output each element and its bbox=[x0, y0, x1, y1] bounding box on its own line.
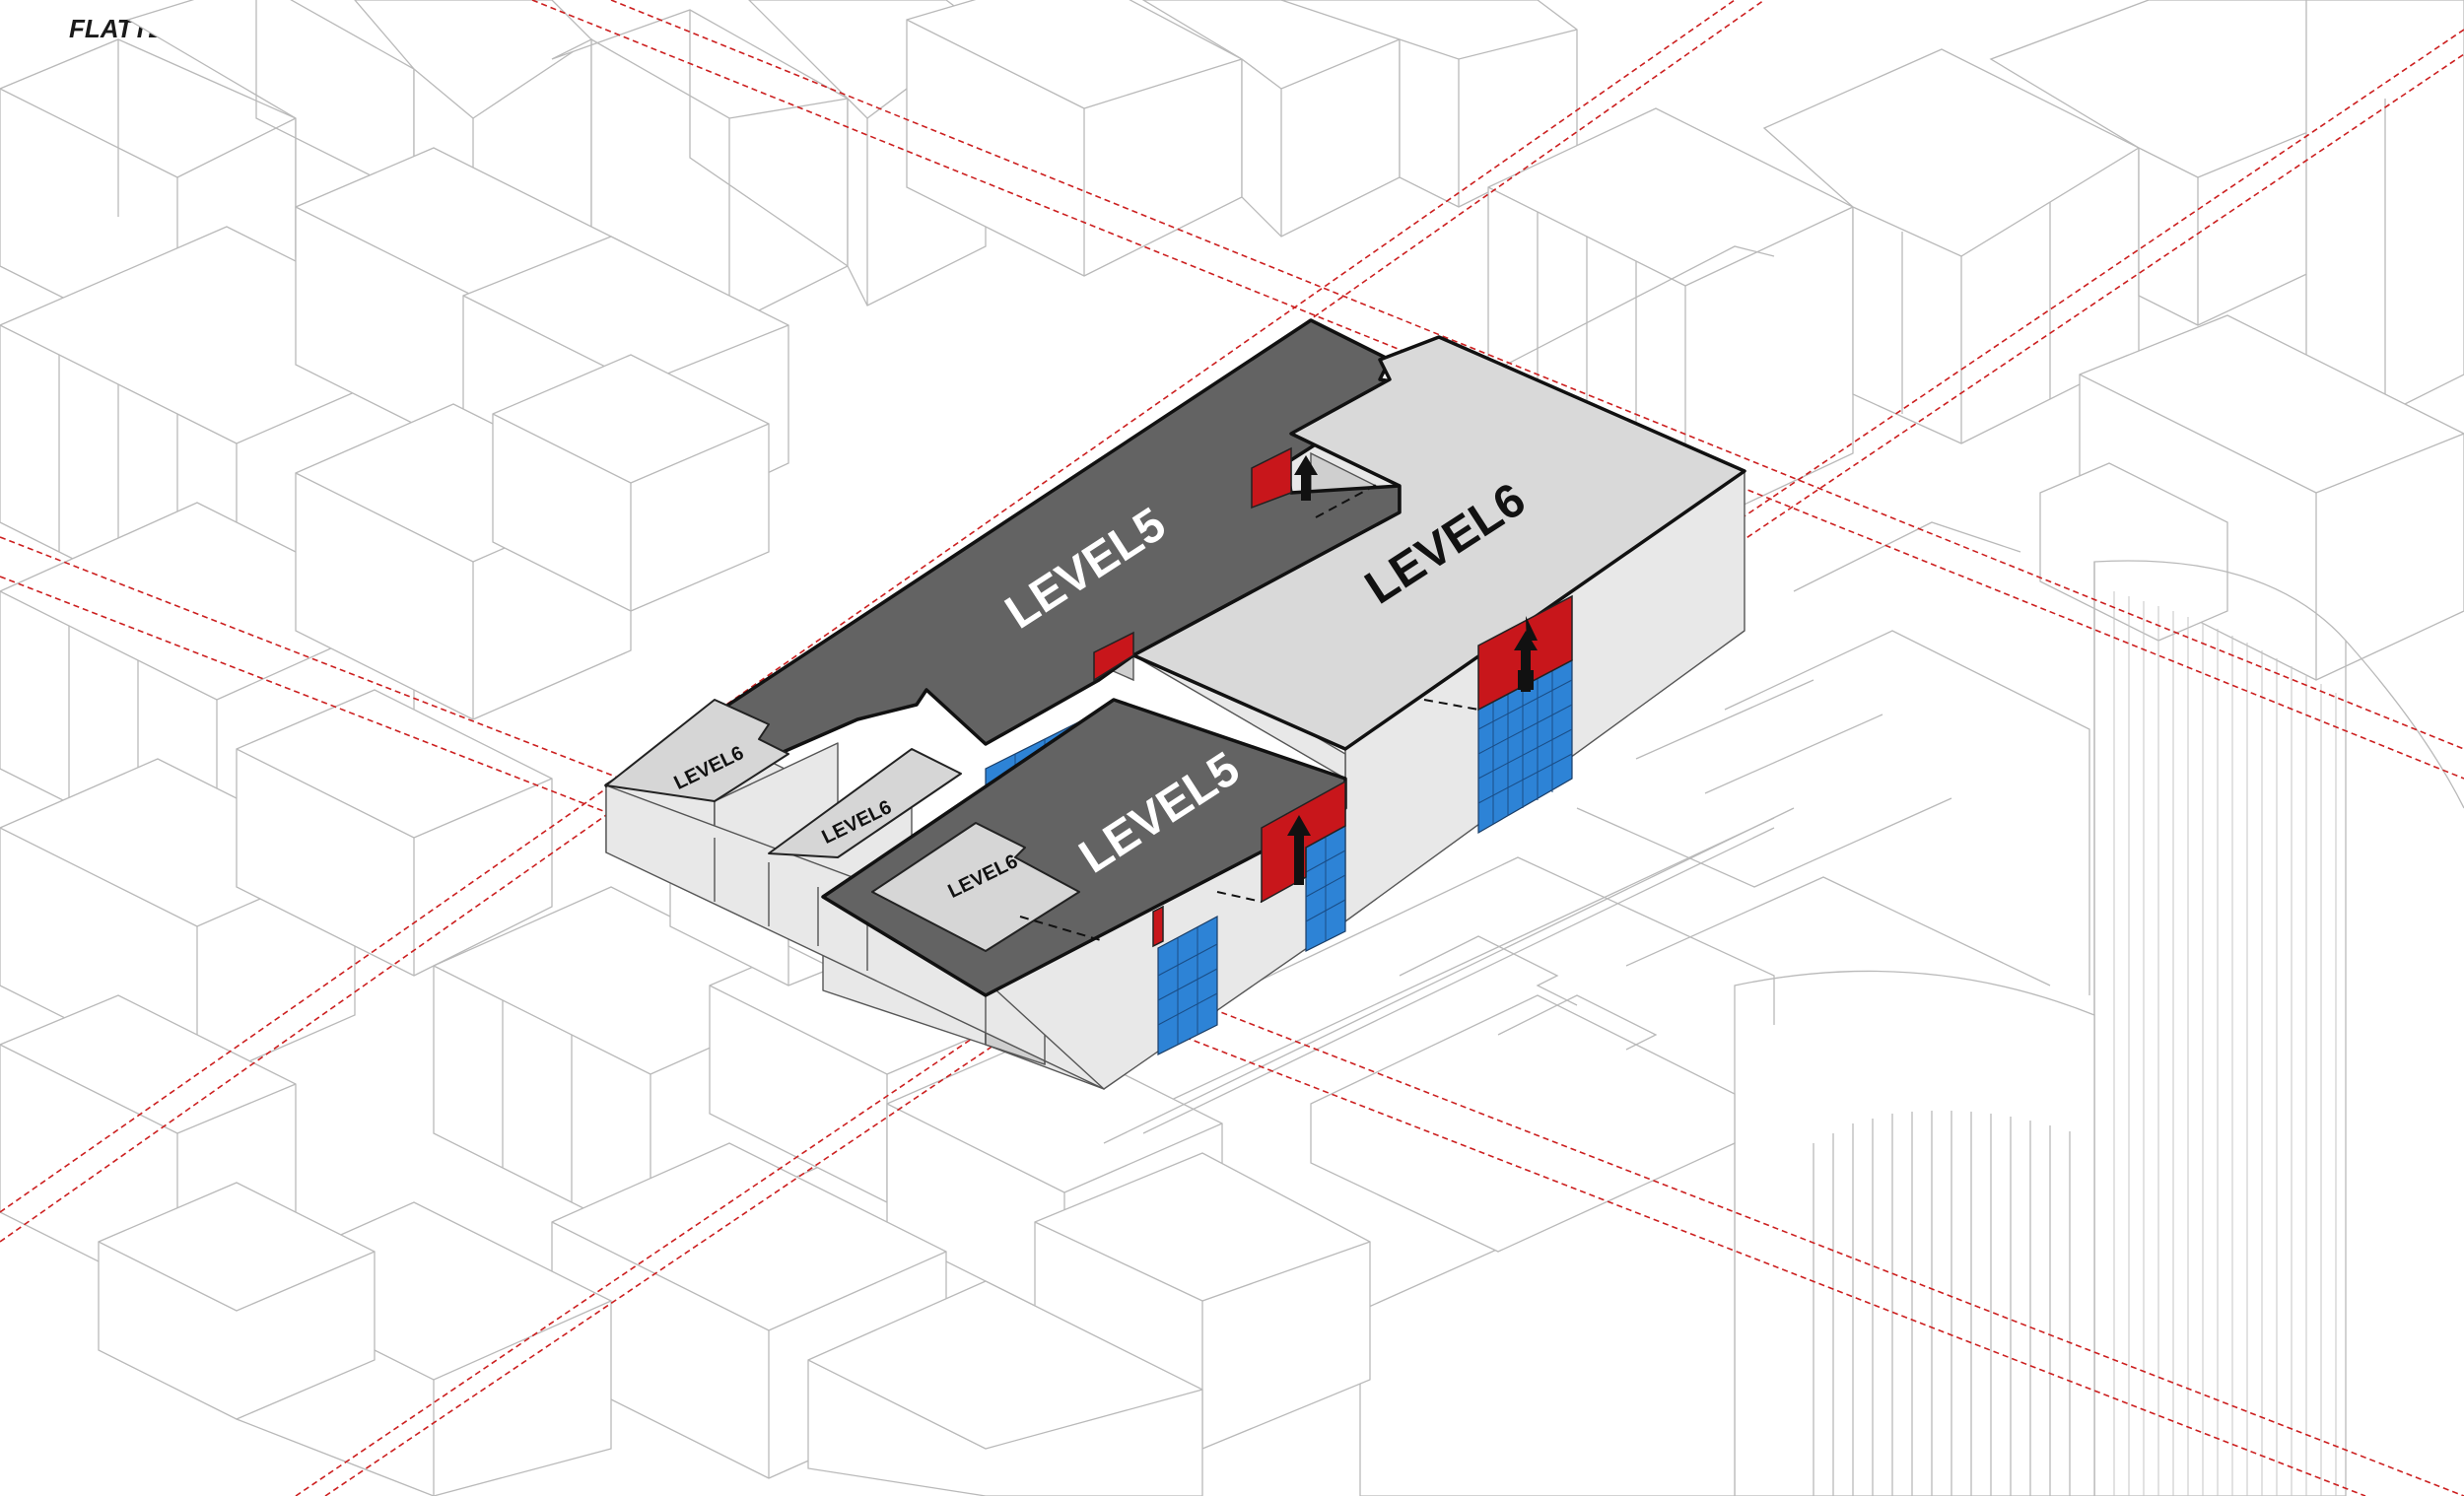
up-arrow-icon bbox=[1287, 815, 1311, 885]
subject-building: LEVEL5 LEVEL6 LEVEL5 LEVEL6 LEVEL6 LEVEL… bbox=[604, 318, 1746, 1090]
up-arrow-icon bbox=[1514, 616, 1538, 692]
context-tower bbox=[2093, 560, 2464, 1496]
glazing-core-south-a bbox=[1305, 824, 1346, 952]
glazing-core-south-b bbox=[1157, 916, 1218, 1055]
stair-core-north bbox=[1251, 446, 1318, 510]
roof-west-level6-b bbox=[768, 748, 962, 858]
stair-core-east bbox=[1477, 594, 1573, 712]
up-arrow-icon bbox=[1294, 455, 1318, 501]
roof-west-level6-a bbox=[605, 699, 789, 802]
stair-core-west bbox=[1152, 905, 1164, 948]
stair-core-mid bbox=[1093, 631, 1134, 682]
